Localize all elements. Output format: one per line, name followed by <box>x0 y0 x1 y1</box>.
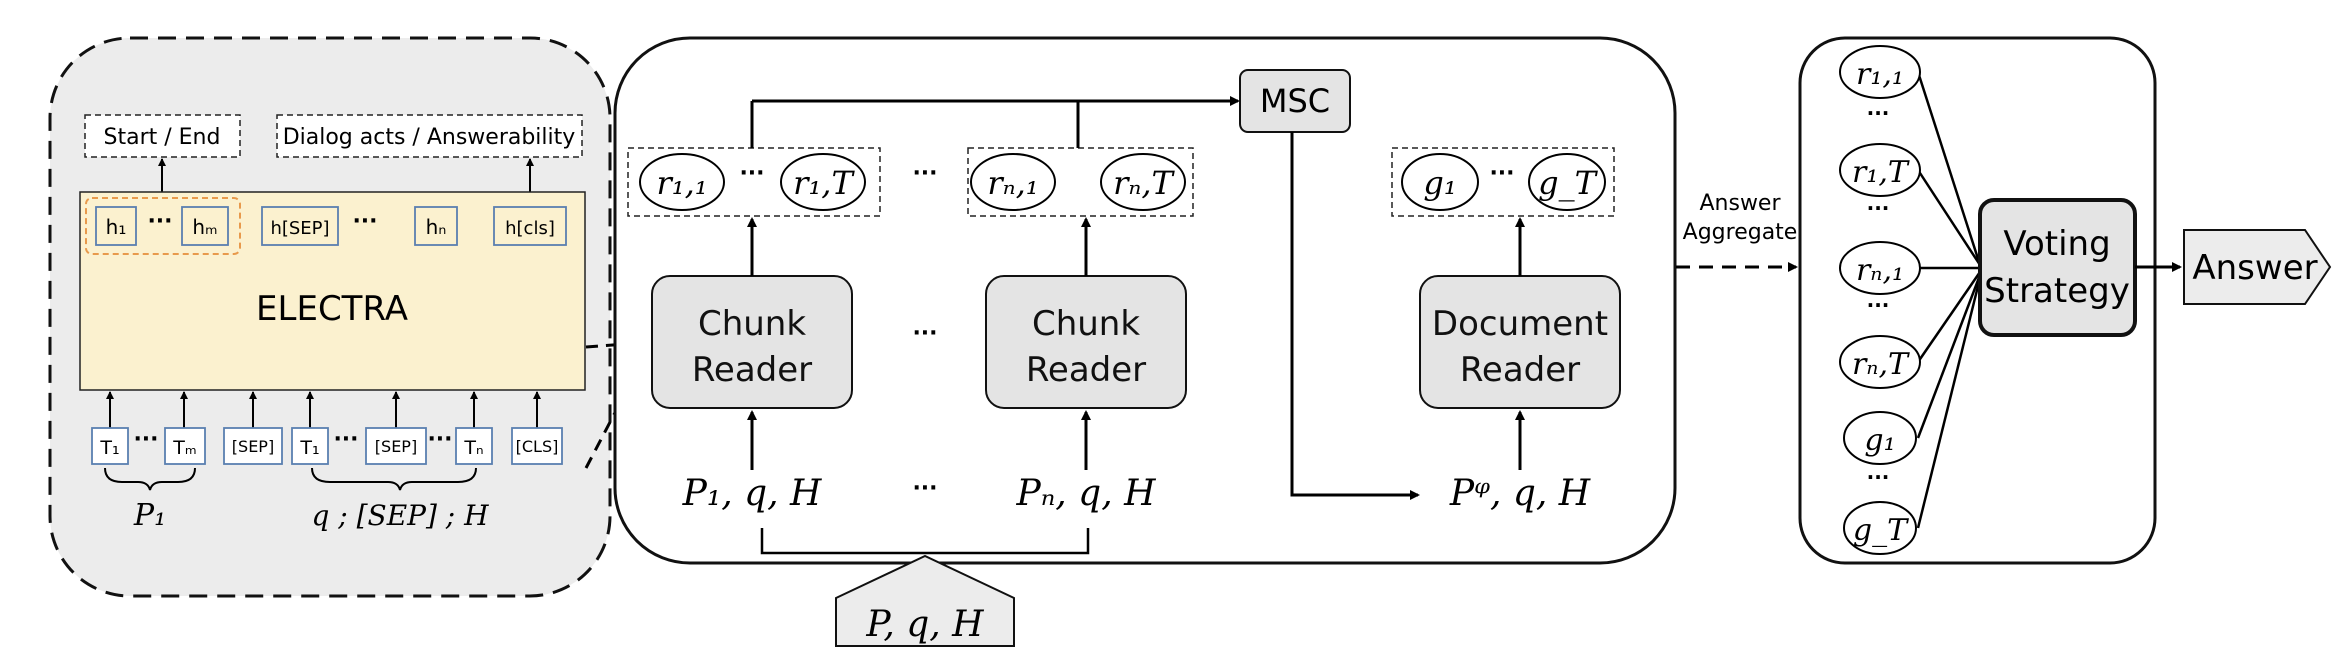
output-r11 <box>639 153 725 211</box>
voting-strategy-line-2: Strategy <box>1984 271 2130 311</box>
output-rn1 <box>970 153 1056 211</box>
group-query-label: q ; [SEP] ; H <box>311 499 489 532</box>
candidate-ellipsis-1: ··· <box>1867 101 1890 125</box>
output-gt-label: g_T <box>1538 164 1598 202</box>
hidden-token-hsep-label: h[SEP] <box>270 218 329 239</box>
shared-input-bracket <box>760 528 1090 555</box>
input-document-label: Pᵠ, q, H <box>1449 473 1591 514</box>
msc-label: MSC <box>1260 82 1330 120</box>
candidate-rnt-label: rₙ,T <box>1852 347 1910 382</box>
electra-label: ELECTRA <box>256 289 408 329</box>
input-token-tn-label: Tₙ <box>463 437 483 459</box>
candidate-gt-label: g_T <box>1853 513 1909 548</box>
input-token-t1-query-label: T₁ <box>299 437 319 459</box>
input-between-ellipsis: ··· <box>912 476 937 501</box>
output-document-ellipsis: ··· <box>1489 161 1514 186</box>
start-end-head <box>84 114 241 158</box>
answer-label: Answer <box>2192 248 2317 288</box>
input-token-tm-label: Tₘ <box>172 437 196 459</box>
output-ellipsis-first: ··· <box>739 161 764 186</box>
output-rnt <box>1100 153 1186 211</box>
hidden-ellipsis-1: ··· <box>147 209 172 234</box>
input-ellipsis-2: ··· <box>333 427 358 452</box>
aggregate-label-line-2: Aggregate <box>1683 220 1798 245</box>
voting-strategy-line-1: Voting <box>2003 224 2110 264</box>
input-token-t1 <box>91 427 129 465</box>
output-g1 <box>1401 153 1479 211</box>
output-rn1-label: rₙ,₁ <box>987 164 1038 202</box>
candidate-r1t <box>1839 143 1921 197</box>
candidate-g1 <box>1843 411 1917 465</box>
hidden-token-hm <box>181 206 229 246</box>
msc-box <box>1239 69 1351 133</box>
candidate-ellipsis-2: ··· <box>1867 196 1890 220</box>
voting-panel: r₁,₁ ··· r₁,T ··· rₙ,₁ ··· rₙ,T g₁ ··· g… <box>1798 36 2182 565</box>
candidate-rnt <box>1839 335 1921 389</box>
readers-panel: r₁,₁ ··· r₁,T ··· rₙ,₁ rₙ,T g₁ ··· g_T M… <box>613 36 1677 647</box>
group-p1-label: P₁ <box>133 498 166 533</box>
candidate-ellipsis-3: ··· <box>1867 293 1890 317</box>
input-token-sep-1 <box>223 427 283 465</box>
output-r11-label: r₁,₁ <box>656 164 707 202</box>
input-first-label: P₁, q, H <box>682 473 822 514</box>
output-rnt-label: rₙ,T <box>1113 164 1175 202</box>
hidden-token-hm-label: hₘ <box>192 215 217 239</box>
shared-input-label: P, q, H <box>865 604 984 645</box>
candidate-r1t-label: r₁,T <box>1852 155 1910 190</box>
hidden-token-hn <box>414 206 458 246</box>
input-token-sep-2-label: [SEP] <box>375 437 417 456</box>
output-gt <box>1528 153 1606 211</box>
candidate-g1-label: g₁ <box>1864 423 1895 458</box>
answer-pentagon <box>2183 229 2332 305</box>
input-token-t1-label: T₁ <box>99 437 119 459</box>
voting-strategy-box[interactable] <box>1978 198 2137 337</box>
hidden-token-hcls <box>493 206 567 246</box>
output-g1-label: g₁ <box>1423 164 1456 202</box>
candidate-r11-label: r₁,₁ <box>1856 57 1904 92</box>
electra-panel: Start / End Dialog acts / Answerability … <box>48 36 612 598</box>
start-end-label: Start / End <box>104 125 221 150</box>
hidden-token-hsep <box>261 206 339 246</box>
input-token-cls-label: [CLS] <box>516 437 559 456</box>
hidden-token-hcls-label: h[cls] <box>505 218 555 239</box>
input-arrows <box>106 391 541 430</box>
output-between-ellipsis: ··· <box>912 161 937 186</box>
hidden-token-h1-label: h₁ <box>106 215 127 239</box>
aggregate-label-line-1: Answer <box>1699 191 1781 216</box>
output-r1t <box>780 153 866 211</box>
hidden-token-h1 <box>95 206 137 246</box>
reader-between-ellipsis: ··· <box>912 321 937 346</box>
input-token-tn <box>455 427 493 465</box>
electra-to-chunk-connector-top <box>585 340 653 349</box>
input-ellipsis-3: ··· <box>427 427 452 452</box>
dialog-acts-head <box>276 114 583 158</box>
candidate-ellipsis-4: ··· <box>1867 465 1890 489</box>
brace-query <box>311 467 477 491</box>
brace-p1 <box>104 467 196 491</box>
input-token-sep-2 <box>365 427 427 465</box>
input-ellipsis-1: ··· <box>133 427 158 452</box>
input-token-sep-1-label: [SEP] <box>232 437 274 456</box>
candidate-rn1 <box>1839 241 1921 295</box>
dialog-acts-label: Dialog acts / Answerability <box>283 125 576 150</box>
shared-input-pentagon <box>835 554 1015 647</box>
hidden-token-hn-label: hₙ <box>426 215 447 239</box>
highlight-h1-hm <box>85 197 241 255</box>
candidate-gt <box>1843 501 1917 555</box>
input-token-tm <box>164 427 206 465</box>
input-last-label: Pₙ, q, H <box>1015 473 1156 514</box>
input-token-t1-query <box>291 427 329 465</box>
input-token-cls <box>511 427 563 465</box>
candidate-rn1-label: rₙ,₁ <box>1856 253 1904 288</box>
output-r1t-label: r₁,T <box>793 164 855 202</box>
msc-to-document-input-arrow <box>1290 132 1420 500</box>
candidate-r11 <box>1839 45 1921 99</box>
hidden-ellipsis-2: ··· <box>352 209 377 234</box>
candidate-links <box>1916 71 1982 529</box>
